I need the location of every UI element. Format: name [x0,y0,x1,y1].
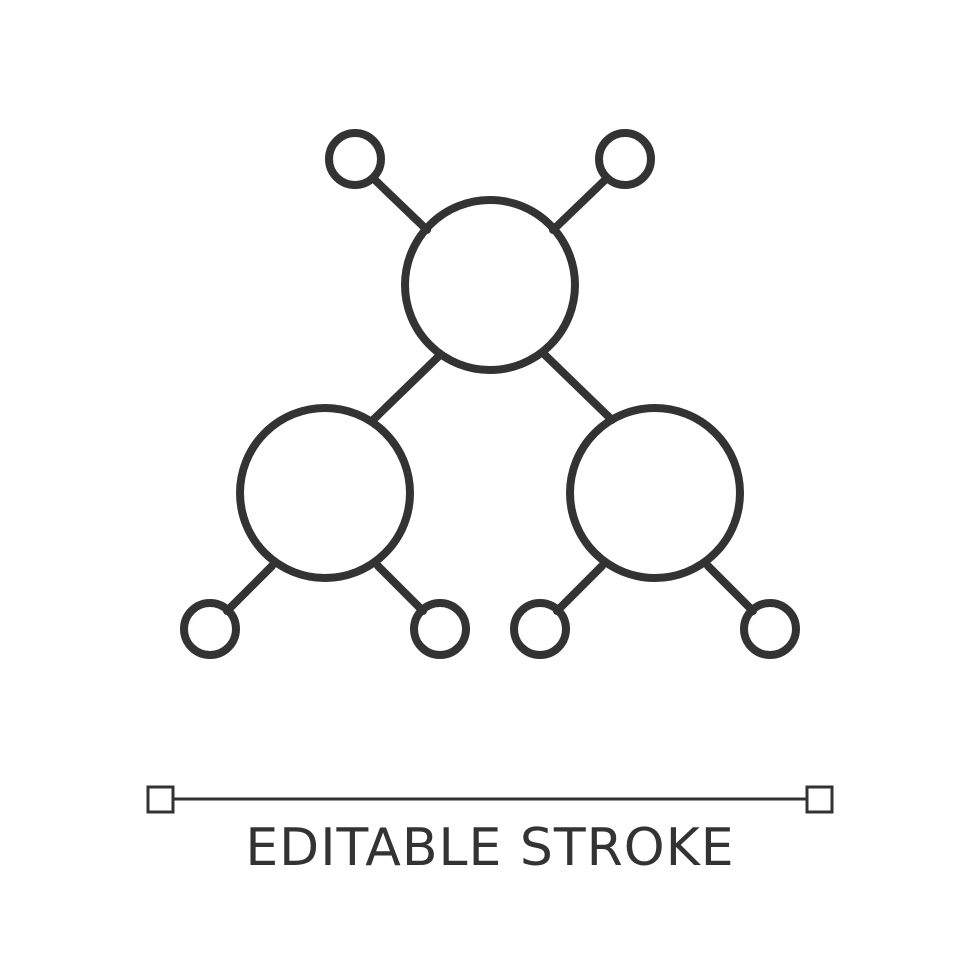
node-left [236,404,414,582]
connector-top-left [371,176,431,234]
connector-left-leaf-2 [374,562,427,615]
node-top-right [595,129,655,189]
node-leaf-1 [180,599,240,659]
node-leaf-2 [410,599,470,659]
connector-left-leaf-1 [223,562,276,615]
node-root [401,196,579,374]
node-right [566,404,744,582]
node-leaf-4 [740,599,800,659]
connector-right-leaf-1 [553,562,606,615]
node-leaf-3 [510,599,570,659]
connector-right-leaf-2 [704,562,757,615]
stroke-handle-left [146,785,175,814]
connector-root-left [369,351,444,424]
editable-stroke-caption: EDITABLE STROKE [245,818,735,878]
connector-top-right [549,176,609,234]
connector-root-right [541,351,616,424]
node-top-left [325,129,385,189]
stroke-handle-right [805,785,834,814]
